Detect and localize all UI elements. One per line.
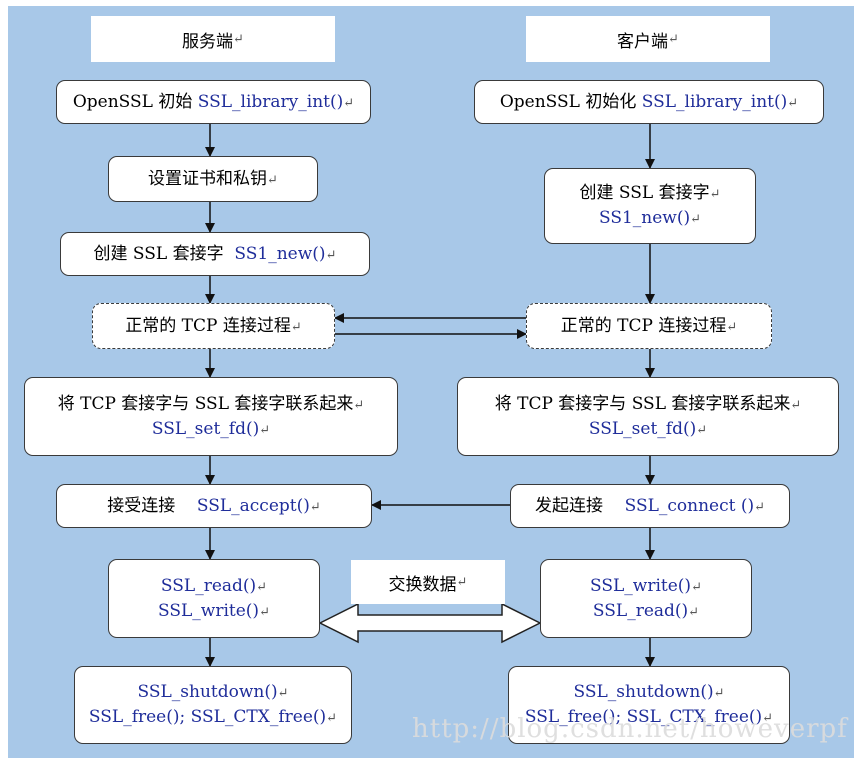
client-connect-api: SSL_connect () (624, 495, 755, 516)
server-cert-box: 设置证书和私钥↵ (108, 156, 318, 202)
return-mark: ↵ (325, 247, 337, 263)
server-write-api: SSL_write() (158, 600, 260, 621)
return-mark: ↵ (754, 499, 766, 515)
server-shutdown-box: SSL_shutdown()↵ SSL_free(); SSL_CTX_free… (74, 666, 352, 744)
server-shutdown-api: SSL_shutdown() (137, 682, 278, 703)
return-mark: ↵ (713, 686, 725, 702)
exchange-data-text: 交换数据 (388, 574, 457, 595)
return-mark: ↵ (691, 579, 702, 595)
client-write-api: SSL_write() (590, 575, 692, 596)
server-title-text: 服务端 (182, 31, 234, 52)
return-mark: ↵ (259, 604, 270, 620)
connector-arrows (205, 124, 655, 667)
return-mark: ↵ (790, 397, 802, 413)
server-accept-api: SSL_accept() (196, 495, 310, 516)
client-tcp-box: 正常的 TCP 连接过程↵ (526, 303, 772, 349)
server-init-api: SSL_library_int() (197, 91, 344, 112)
client-init-box: OpenSSL 初始化 SSL_library_int()↵ (474, 80, 824, 124)
diagram-canvas: 服务端↵ 客户端↵ OpenSSL 初始 SSL_library_int()↵ … (8, 6, 854, 758)
server-accept-box: 接受连接 SSL_accept()↵ (56, 484, 372, 528)
client-title-text: 客户端 (617, 31, 669, 52)
server-create-box: 创建 SSL 套接字 SS1_new()↵ (60, 232, 370, 276)
return-mark: ↵ (343, 95, 355, 111)
exchange-double-arrow (318, 602, 542, 644)
client-connect-box: 发起连接 SSL_connect ()↵ (510, 484, 790, 528)
server-accept-text: 接受连接 (107, 495, 176, 516)
server-bind-box: 将 TCP 套接字与 SSL 套接字联系起来↵ SSL_set_fd()↵ (24, 377, 398, 456)
client-read-api: SSL_read() (592, 600, 689, 621)
watermark: http://blog.csdn.net/howeverpf (412, 714, 848, 744)
server-bind-api: SSL_set_fd() (151, 418, 260, 439)
client-create-box: 创建 SSL 套接字↵ SS1_new()↵ (544, 168, 756, 244)
return-mark: ↵ (456, 574, 468, 590)
exchange-data-label: 交换数据↵ (351, 560, 505, 604)
return-mark: ↵ (353, 397, 365, 413)
watermark-text: http://blog.csdn.net/howeverpf (412, 714, 848, 744)
return-mark: ↵ (688, 604, 700, 620)
server-init-text: OpenSSL 初始 (72, 91, 193, 112)
return-mark: ↵ (709, 187, 721, 203)
server-init-box: OpenSSL 初始 SSL_library_int()↵ (56, 80, 371, 124)
return-mark: ↵ (259, 422, 271, 438)
return-mark: ↵ (787, 95, 799, 111)
client-connect-text: 发起连接 (534, 495, 603, 516)
client-tcp-text: 正常的 TCP 连接过程 (560, 315, 727, 336)
return-mark: ↵ (762, 711, 774, 726)
client-title: 客户端↵ (526, 16, 770, 62)
return-mark: ↵ (326, 711, 338, 726)
server-create-api: SS1_new() (234, 243, 326, 264)
client-create-text: 创建 SSL 套接字 (579, 183, 710, 204)
return-mark: ↵ (696, 422, 708, 438)
client-init-api: SSL_library_int() (641, 91, 788, 112)
server-bind-text: 将 TCP 套接字与 SSL 套接字联系起来 (57, 393, 354, 414)
server-free-api: SSL_free(); SSL_CTX_free() (88, 707, 327, 727)
return-mark: ↵ (668, 31, 679, 47)
return-mark: ↵ (309, 499, 321, 515)
return-mark: ↵ (267, 172, 278, 188)
return-mark: ↵ (256, 579, 268, 595)
return-mark: ↵ (233, 31, 244, 47)
return-mark: ↵ (726, 319, 738, 335)
return-mark: ↵ (690, 212, 702, 227)
client-free-api: SSL_free(); SSL_CTX_free() (524, 707, 763, 727)
server-rw-box: SSL_read()↵ SSL_write()↵ (108, 559, 320, 638)
server-title: 服务端↵ (91, 16, 335, 62)
return-mark: ↵ (277, 686, 289, 702)
server-cert-text: 设置证书和私钥 (148, 168, 268, 189)
client-rw-box: SSL_write()↵ SSL_read()↵ (540, 559, 752, 638)
client-bind-box: 将 TCP 套接字与 SSL 套接字联系起来↵ SSL_set_fd()↵ (457, 377, 839, 456)
client-init-text: OpenSSL 初始化 (499, 91, 637, 112)
return-mark: ↵ (290, 319, 302, 335)
server-tcp-box: 正常的 TCP 连接过程↵ (92, 303, 335, 349)
client-bind-text: 将 TCP 套接字与 SSL 套接字联系起来 (494, 393, 791, 414)
server-create-text: 创建 SSL 套接字 (93, 243, 224, 264)
client-shutdown-box: SSL_shutdown()↵ SSL_free(); SSL_CTX_free… (508, 666, 790, 744)
server-read-api: SSL_read() (160, 575, 257, 596)
server-tcp-text: 正常的 TCP 连接过程 (125, 315, 291, 336)
client-create-api: SS1_new() (598, 208, 691, 228)
client-shutdown-api: SSL_shutdown() (573, 682, 714, 703)
client-bind-api: SSL_set_fd() (588, 418, 697, 439)
